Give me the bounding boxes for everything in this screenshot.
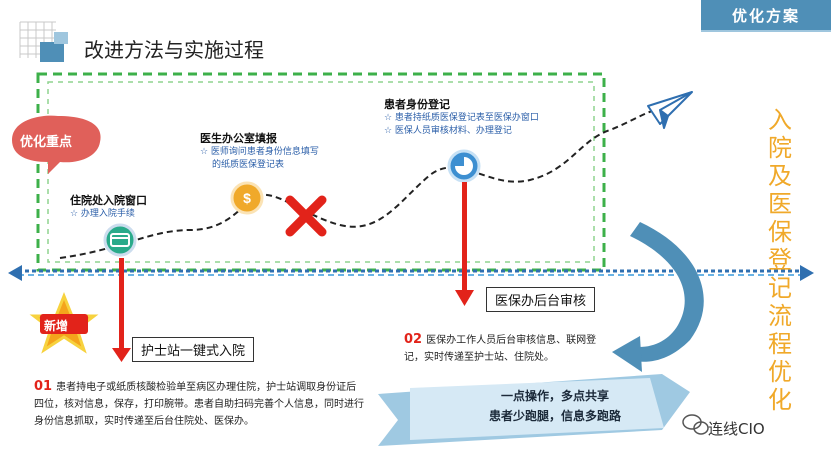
top-tag: 优化方案 <box>701 0 831 32</box>
curved-blue-arrow <box>612 222 704 372</box>
slogan-line: 患者少跑腿，信息多跑路 <box>488 409 621 423</box>
step-title: 住院处入院窗口 <box>70 194 147 207</box>
step-item: 的纸质医保登记表 <box>212 160 285 170</box>
green-dashed-frame <box>36 72 606 272</box>
cross-mark-icon <box>285 195 327 237</box>
step-admission-window: 住院处入院窗口 ☆ 办理入院手续 <box>70 192 147 221</box>
focus-bubble <box>12 115 101 174</box>
slogan-text: 一点操作，多点共享 患者少跑腿，信息多跑路 <box>460 386 650 426</box>
pie-chart-icon <box>447 149 481 183</box>
slogan-ribbon <box>378 374 690 446</box>
note-number: 02 <box>404 332 423 347</box>
grid-decoration-block <box>40 42 64 62</box>
red-arrow-backend <box>455 182 474 306</box>
note-number: 01 <box>34 379 53 394</box>
brand-name: 连线CIO <box>708 420 765 438</box>
page-title: 改进方法与实施过程 <box>84 38 264 62</box>
step-item: ☆ 医保人员审核材料、办理登记 <box>384 126 512 136</box>
svg-text:$: $ <box>243 190 251 206</box>
brand-logo-icon <box>682 414 709 435</box>
step-title: 医生办公室填报 <box>200 132 277 145</box>
nurse-station-box: 护士站一键式入院 <box>132 337 255 362</box>
focus-label: 优化重点 <box>20 135 73 150</box>
vertical-title: 入院及医保登记流程优化 <box>768 106 792 414</box>
paper-plane-icon <box>647 91 693 129</box>
grid-decoration-block <box>54 32 68 44</box>
step-doctor-office: 医生办公室填报 ☆ 医师询问患者身份信息填写 的纸质医保登记表 <box>200 130 319 172</box>
backend-review-box: 医保办后台审核 <box>486 287 596 312</box>
slogan-line: 一点操作，多点共享 <box>500 389 609 403</box>
note-text: 医保办工作人员后台审核信息、联网登记，实时传递至护士站、住院处。 <box>404 335 597 363</box>
journey-path <box>59 109 656 259</box>
card-icon <box>103 223 137 257</box>
step-item: ☆ 办理入院手续 <box>70 209 135 219</box>
new-badge-label: 新增 <box>44 319 69 333</box>
timeline-arrow <box>8 265 814 281</box>
step-item: ☆ 患者持纸质医保登记表至医保办窗口 <box>384 113 539 123</box>
new-star-badge <box>29 291 99 354</box>
step-identity-registration: 患者身份登记 ☆ 患者持纸质医保登记表至医保办窗口 ☆ 医保人员审核材料、办理登… <box>384 96 539 138</box>
step-title: 患者身份登记 <box>384 98 450 111</box>
step-item: ☆ 医师询问患者身份信息填写 <box>200 147 319 157</box>
red-arrow-nurse <box>112 258 131 362</box>
coin-icon: $ <box>230 181 264 215</box>
note-text: 患者持电子或纸质核酸检验单至病区办理住院，护士站调取身份证后四位，核对信息，保存… <box>34 382 364 427</box>
